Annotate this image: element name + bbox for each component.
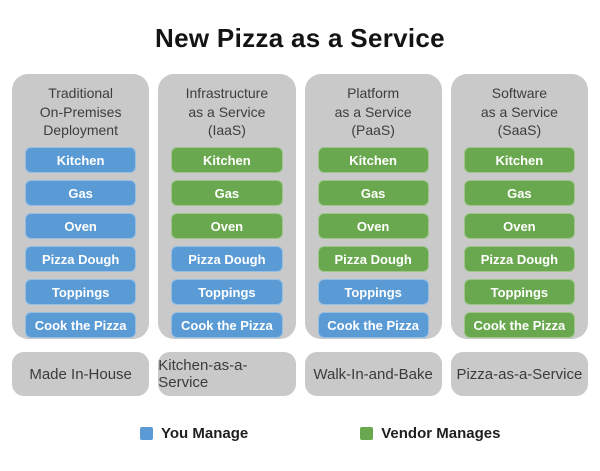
items-stack: Kitchen Gas Oven Pizza Dough Toppings Co… — [463, 147, 575, 338]
legend-item-you-manage: You Manage — [140, 425, 248, 442]
header-line: Software — [491, 85, 547, 101]
header-line: On-Premises — [39, 103, 122, 120]
you-manage-swatch-icon — [140, 427, 153, 440]
items-stack: Kitchen Gas Oven Pizza Dough Toppings Co… — [25, 147, 137, 338]
footer-box-walk-in-and-bake: Walk-In-and-Bake — [304, 352, 442, 396]
header-line: Platform — [347, 85, 400, 101]
header-line: Infrastructure — [185, 85, 269, 101]
stack-item-toppings: Toppings — [463, 279, 575, 305]
stack-item-toppings: Toppings — [317, 279, 429, 305]
stack-item-toppings: Toppings — [171, 279, 283, 305]
column-header-iaas: Infrastructure as a Service (IaaS) — [171, 84, 282, 140]
stack-item-cook-the-pizza: Cook the Pizza — [463, 312, 575, 338]
legend-label-you-manage: You Manage — [161, 425, 249, 442]
column-on-premises: Traditional On-Premises Deployment Kitch… — [12, 74, 150, 339]
items-stack: Kitchen Gas Oven Pizza Dough Toppings Co… — [317, 147, 429, 338]
stack-item-pizza-dough: Pizza Dough — [317, 246, 429, 272]
header-line: as a Service — [480, 103, 558, 120]
column-saas: Software as a Service (SaaS) Kitchen Gas… — [450, 74, 588, 339]
stack-item-pizza-dough: Pizza Dough — [171, 246, 283, 272]
header-line: as a Service — [188, 103, 266, 120]
stack-item-pizza-dough: Pizza Dough — [463, 246, 575, 272]
stack-item-cook-the-pizza: Cook the Pizza — [317, 312, 429, 338]
vendor-manages-swatch-icon — [360, 427, 374, 440]
column-paas: Platform as a Service (PaaS) Kitchen Gas… — [304, 74, 442, 339]
column-header-saas: Software as a Service (SaaS) — [464, 84, 575, 140]
stack-item-gas: Gas — [463, 180, 575, 206]
stack-item-oven: Oven — [463, 213, 575, 239]
header-line: as a Service — [334, 103, 412, 120]
legend: You Manage Vendor Manages — [0, 425, 600, 442]
items-stack: Kitchen Gas Oven Pizza Dough Toppings Co… — [171, 147, 283, 338]
service-columns: Traditional On-Premises Deployment Kitch… — [0, 74, 600, 339]
header-line: Traditional — [48, 85, 114, 101]
stack-item-toppings: Toppings — [25, 279, 137, 305]
stack-item-kitchen: Kitchen — [25, 147, 137, 173]
legend-label-vendor-manages: Vendor Manages — [381, 425, 501, 442]
stack-item-pizza-dough: Pizza Dough — [25, 246, 137, 272]
stack-item-gas: Gas — [171, 180, 283, 206]
stack-item-oven: Oven — [25, 213, 137, 239]
column-header-paas: Platform as a Service (PaaS) — [318, 84, 429, 140]
column-header-on-premises: Traditional On-Premises Deployment — [25, 84, 136, 140]
stack-item-cook-the-pizza: Cook the Pizza — [25, 312, 137, 338]
column-iaas: Infrastructure as a Service (IaaS) Kitch… — [158, 74, 296, 339]
stack-item-kitchen: Kitchen — [463, 147, 575, 173]
legend-item-vendor-manages: Vendor Manages — [360, 425, 500, 442]
stack-item-gas: Gas — [25, 180, 137, 206]
header-line: (SaaS) — [497, 122, 542, 138]
footer-box-pizza-as-a-service: Pizza-as-a-Service — [450, 352, 588, 396]
stack-item-oven: Oven — [171, 213, 283, 239]
stack-item-kitchen: Kitchen — [171, 147, 283, 173]
stack-item-oven: Oven — [317, 213, 429, 239]
footer-labels-row: Made In-House Kitchen-as-a-Service Walk-… — [0, 352, 600, 396]
header-line: (IaaS) — [207, 122, 246, 138]
header-line: Deployment — [43, 122, 118, 138]
stack-item-kitchen: Kitchen — [317, 147, 429, 173]
page-title: New Pizza as a Service — [155, 23, 445, 53]
header-line: (PaaS) — [351, 122, 395, 138]
stack-item-gas: Gas — [317, 180, 429, 206]
footer-box-made-in-house: Made In-House — [12, 352, 150, 396]
footer-box-kitchen-as-a-service: Kitchen-as-a-Service — [158, 352, 296, 396]
stack-item-cook-the-pizza: Cook the Pizza — [171, 312, 283, 338]
